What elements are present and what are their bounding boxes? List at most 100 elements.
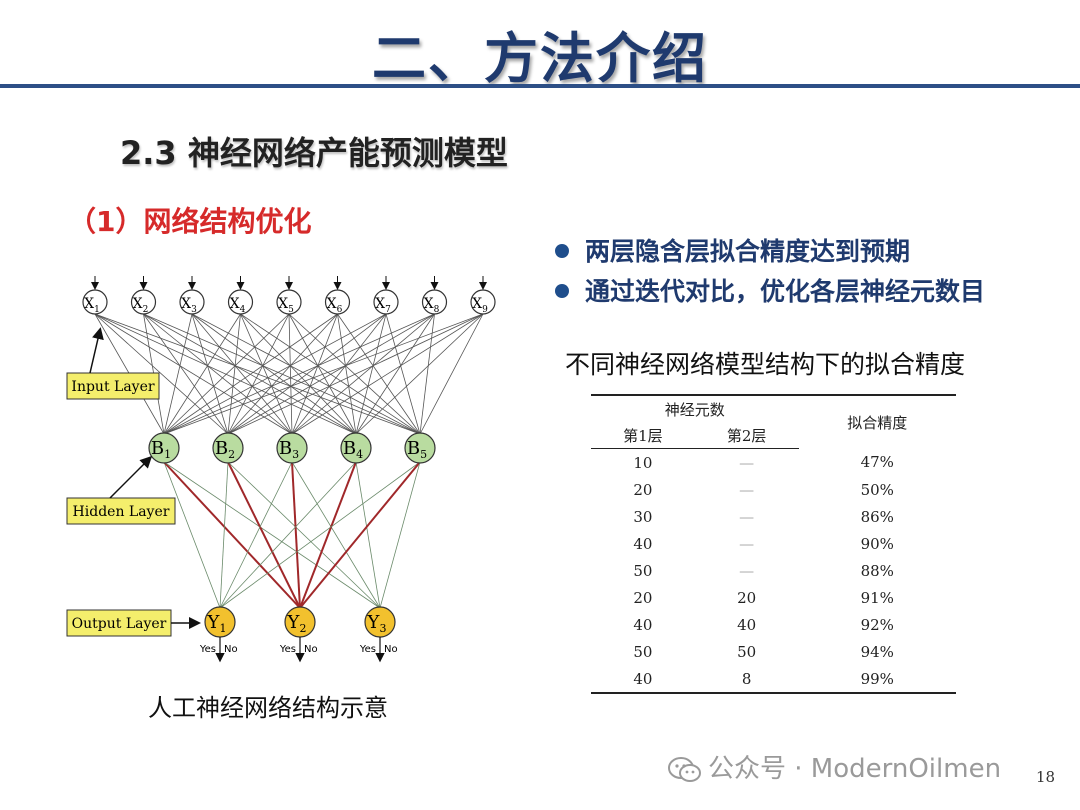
edge-input-hidden — [94, 313, 229, 435]
input-node: X9 — [470, 289, 496, 315]
edge-input-hidden — [163, 313, 193, 435]
input-node: X1 — [82, 289, 108, 315]
hidden-node: B3 — [276, 432, 308, 464]
edge-input-hidden — [227, 313, 338, 435]
slide-subtitle: 2.3 神经网络产能预测模型 — [120, 134, 508, 172]
layer2-cell: — — [739, 480, 755, 499]
accuracy-cell: 50% — [860, 480, 894, 499]
layer2-cell: 20 — [737, 588, 757, 607]
edge-input-hidden — [143, 313, 357, 435]
table-row: 30—86% — [591, 503, 956, 530]
input-node: X2 — [130, 289, 157, 315]
accuracy-cell: 99% — [798, 665, 956, 694]
edge-input-hidden — [355, 313, 484, 435]
edge-hidden-output — [227, 461, 381, 609]
accuracy-cell: 47% — [860, 453, 894, 472]
edge-input-hidden — [337, 313, 421, 435]
layer1-cell: 40 — [633, 615, 653, 634]
output-nodes: Y1 Y2 Y3 — [204, 606, 396, 638]
accuracy-cell: 92% — [860, 615, 894, 634]
edge-input-hidden — [143, 313, 229, 435]
edge-input-hidden — [291, 313, 484, 435]
edge-input-hidden — [419, 313, 435, 435]
yes-label: Yes — [279, 644, 296, 655]
accuracy-cell: 94% — [860, 642, 894, 661]
table-title: 不同神经网络模型结构下的拟合精度 — [565, 350, 966, 379]
edge-input-hidden — [291, 313, 435, 435]
accuracy-cell: 91% — [860, 588, 894, 607]
hidden-output-edges — [163, 461, 421, 609]
layer2-cell: 40 — [737, 615, 757, 634]
layer1-cell: 30 — [633, 507, 653, 526]
watermark: 公众号 · ModernOilmen — [668, 748, 1001, 785]
edge-input-hidden — [355, 313, 435, 435]
edge-input-hidden — [291, 313, 338, 435]
layer1-cell: 50 — [633, 642, 653, 661]
edge-hidden-output — [163, 461, 381, 609]
layer2-cell: 8 — [694, 665, 799, 694]
table-row: 50 50 94% — [591, 638, 956, 665]
bullet-text: 两层隐含层拟合精度达到预期 — [585, 237, 911, 266]
neuron-count-header: 神经元数 — [591, 394, 799, 422]
slide-title: 二、方法介绍 — [372, 27, 708, 90]
layer1-cell: 20 — [633, 480, 653, 499]
layer1-cell: 50 — [633, 561, 653, 580]
table-row: 20 — 50% — [591, 476, 956, 503]
edge-input-hidden — [419, 313, 484, 435]
bullet-text: 通过迭代对比，优化各层神经元数目 — [585, 277, 986, 306]
edge-input-hidden — [227, 313, 435, 435]
edge-input-hidden — [94, 313, 357, 435]
edge-input-hidden — [385, 313, 421, 435]
edge-hidden-output — [379, 461, 421, 609]
edge-input-hidden — [163, 313, 484, 435]
diagram-caption: 人工神经网络结构示意 — [148, 694, 388, 722]
output-node: Y2 — [284, 606, 316, 638]
edge-input-hidden — [240, 313, 293, 435]
input-node: X5 — [276, 289, 302, 315]
layer1-header: 第1层 — [591, 422, 695, 449]
fit-accuracy-table: 神经元数 拟合精度 第1层 第2层 10—47%20—50%30—86%40—9… — [591, 394, 956, 694]
edge-input-hidden — [143, 313, 421, 435]
accuracy-cell: 86% — [860, 507, 894, 526]
input-node: X6 — [324, 289, 351, 315]
edge-input-hidden — [191, 313, 357, 435]
table-row: 40 40 92% — [591, 611, 956, 638]
layer2-cell: — — [739, 453, 755, 472]
edge-hidden-output — [219, 461, 357, 609]
edge-input-hidden — [288, 313, 421, 435]
table-row: 40—90% — [591, 530, 956, 557]
edge-input-hidden — [227, 313, 241, 435]
edge-input-hidden — [143, 313, 293, 435]
wechat-icon — [668, 756, 701, 782]
edge-input-hidden — [163, 313, 387, 435]
edge-hidden-output — [219, 461, 293, 609]
edge-input-hidden — [163, 313, 338, 435]
edge-input-hidden — [355, 313, 387, 435]
accuracy-cell: 88% — [860, 561, 894, 580]
title-divider — [0, 84, 1080, 88]
table-row: 10—47% — [591, 449, 956, 477]
no-label: No — [224, 644, 238, 655]
output-node: Y1 — [204, 606, 236, 638]
bullet-dot-icon — [555, 244, 569, 258]
edge-input-hidden — [288, 313, 293, 435]
layer1-cell: 40 — [591, 665, 695, 694]
edge-input-hidden — [227, 313, 387, 435]
edge-input-hidden — [163, 313, 435, 435]
layer2-cell: 50 — [737, 642, 757, 661]
edge-input-hidden — [291, 313, 387, 435]
hidden-node: B5 — [404, 432, 436, 464]
edge-input-hidden — [94, 313, 293, 435]
svg-text:Output Layer: Output Layer — [72, 616, 167, 632]
svg-text:Input Layer: Input Layer — [71, 379, 154, 395]
input-node: X7 — [373, 289, 399, 315]
layer2-header: 第2层 — [694, 422, 799, 449]
output-node: Y3 — [364, 606, 396, 638]
bullet-list: 两层隐含层拟合精度达到预期 通过迭代对比，优化各层神经元数目 — [555, 232, 985, 312]
hidden-node: B1 — [148, 432, 180, 464]
